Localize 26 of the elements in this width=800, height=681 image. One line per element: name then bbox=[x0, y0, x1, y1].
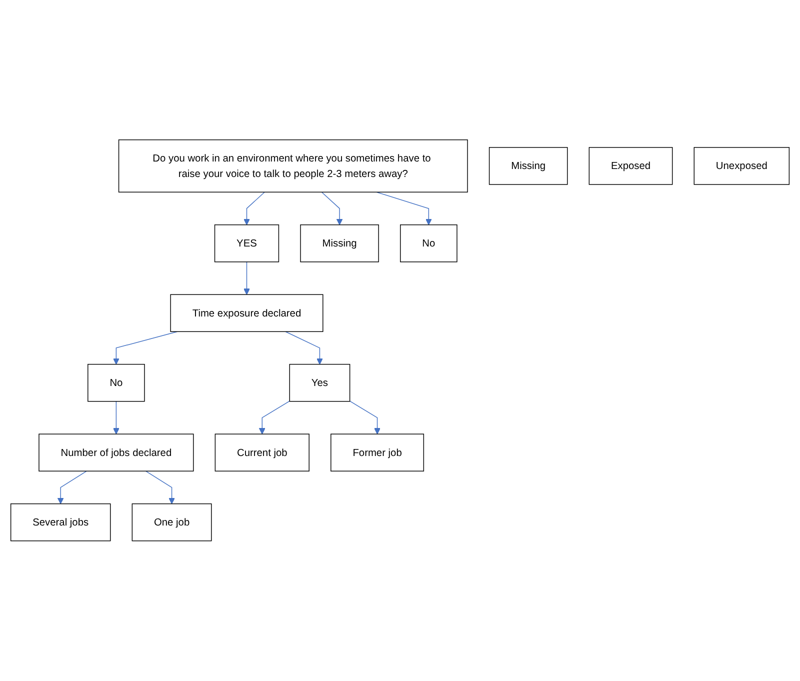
arrow bbox=[349, 400, 380, 434]
arrow bbox=[321, 192, 343, 226]
node-box: Yes bbox=[289, 364, 350, 402]
node-box: Former job bbox=[330, 434, 424, 472]
arrow bbox=[376, 192, 432, 226]
node-box: Missing bbox=[300, 224, 379, 262]
node-box: Exposed bbox=[588, 147, 673, 186]
node-box: Missing bbox=[488, 147, 568, 186]
node-box: No bbox=[400, 224, 458, 262]
node-box: Current job bbox=[214, 434, 310, 472]
node-box: Number of jobs declared bbox=[38, 434, 194, 472]
arrow bbox=[113, 331, 178, 365]
node-box: No bbox=[88, 364, 145, 402]
node-box: YES bbox=[214, 224, 280, 262]
node-box: Time exposure declared bbox=[170, 294, 324, 332]
arrow bbox=[57, 470, 88, 504]
arrow bbox=[244, 262, 250, 296]
arrow bbox=[258, 400, 290, 434]
node-box: Unexposed bbox=[694, 147, 790, 186]
node-box: One job bbox=[132, 504, 212, 542]
arrow bbox=[244, 192, 265, 226]
node-box: Several jobs bbox=[10, 504, 111, 542]
arrow bbox=[285, 331, 323, 365]
arrow bbox=[145, 470, 175, 504]
arrow bbox=[113, 401, 120, 434]
node-box: Do you work in an environment where you sometimes have to raise your voice to talk to people 2-3 meters away? bbox=[118, 140, 468, 193]
